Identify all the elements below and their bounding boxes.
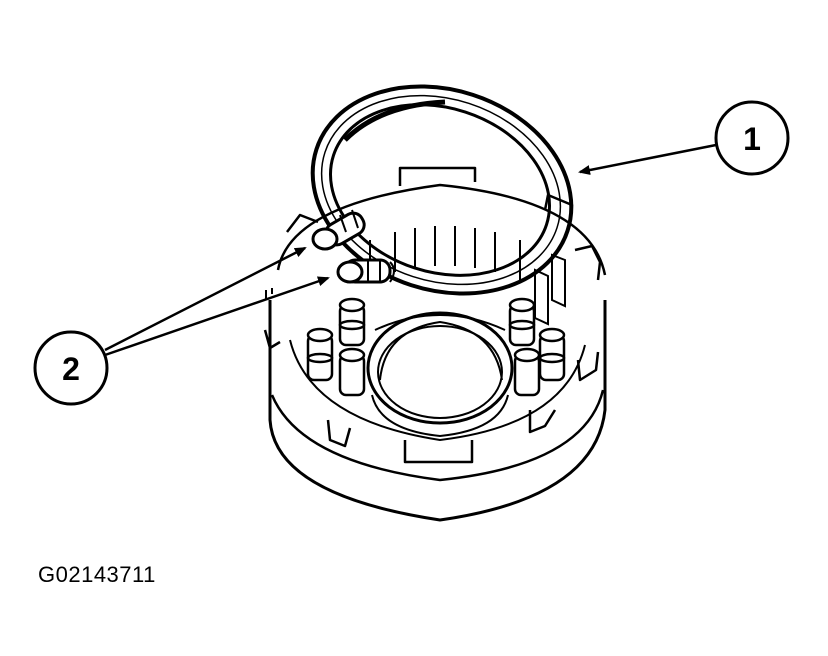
drum-front-notch <box>403 440 474 464</box>
drum-lower-band <box>270 389 605 482</box>
piston-seal-ring <box>310 84 574 296</box>
return-spring <box>338 297 366 347</box>
drum-front-notch <box>576 351 600 382</box>
drum-outer-wall <box>268 300 607 522</box>
drum-castellation <box>398 166 477 186</box>
drum-castellation <box>286 213 319 233</box>
figure-id-label: G02143711 <box>38 562 156 587</box>
spring-pack <box>306 226 566 397</box>
leader-line-2a <box>104 246 307 352</box>
drum-top-rim-back <box>276 183 607 276</box>
leader-line-1 <box>578 143 717 175</box>
callout-2-number: 2 <box>62 351 80 387</box>
clutch-drum <box>263 166 607 522</box>
return-spring <box>338 347 366 397</box>
return-spring <box>513 347 541 397</box>
center-hub <box>366 311 514 438</box>
return-spring <box>538 327 566 382</box>
return-spring <box>306 327 334 382</box>
leader-lines <box>104 143 717 357</box>
drum-front-notch <box>528 409 557 434</box>
seal-end-plugs <box>311 209 395 284</box>
drum-castellation <box>574 244 602 281</box>
drum-front-notch <box>263 329 281 350</box>
callout-2: 2 <box>33 330 109 406</box>
callout-1-number: 1 <box>743 121 761 157</box>
return-spring <box>508 297 536 347</box>
leader-line-2b <box>104 276 330 357</box>
drum-inner-front-rim <box>289 339 586 441</box>
callout-1: 1 <box>714 100 790 176</box>
drum-front-notch <box>326 419 352 448</box>
